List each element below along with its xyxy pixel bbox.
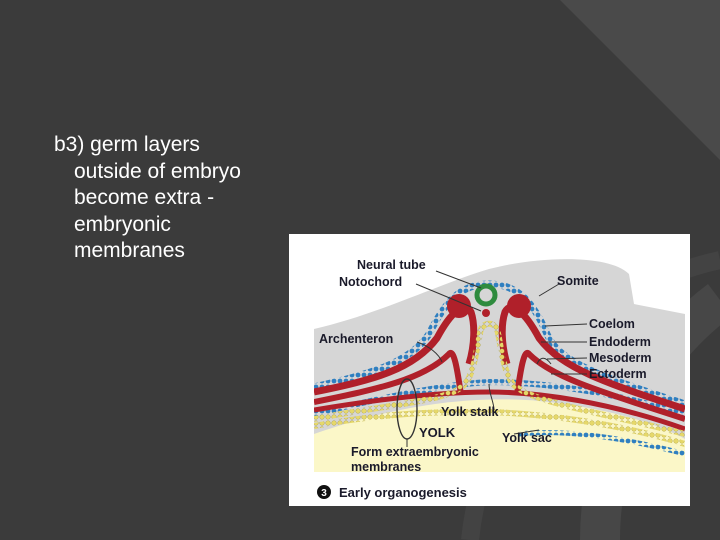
- mesoderm-layer: [314, 303, 478, 396]
- embryo-diagram: Neural tube Notochord Somite Archenteron…: [314, 258, 685, 500]
- label-archenteron: Archenteron: [319, 332, 393, 346]
- bullet-line: b3) germ layers: [54, 133, 200, 156]
- bullet-line: outside of embryo: [74, 159, 241, 183]
- bullet-line: membranes: [74, 239, 185, 262]
- label-endoderm: Endoderm: [589, 335, 651, 349]
- label-somite: Somite: [557, 274, 599, 288]
- label-coelom: Coelom: [589, 317, 635, 331]
- notochord: [482, 309, 490, 317]
- bullet-text: b3) germ layers outside of embryo become…: [54, 132, 294, 265]
- label-form-extraembryonic: Form extraembryonic: [351, 445, 479, 459]
- label-yolk-sac: Yolk sac: [502, 431, 552, 445]
- label-mesoderm: Mesoderm: [589, 351, 652, 365]
- caption-number: 3: [321, 488, 327, 499]
- label-membranes: membranes: [351, 460, 421, 474]
- bullet-line: become extra -: [74, 186, 215, 209]
- label-neural-tube: Neural tube: [357, 258, 426, 272]
- label-yolk-stalk: Yolk stalk: [441, 405, 498, 419]
- endoderm-layer: [314, 320, 685, 437]
- label-yolk: YOLK: [419, 425, 456, 440]
- label-notochord: Notochord: [339, 275, 402, 289]
- organogenesis-figure: Neural tube Notochord Somite Archenteron…: [289, 234, 690, 506]
- label-ectoderm: Ectoderm: [589, 367, 647, 381]
- yolk-region: [314, 399, 685, 472]
- neural-tube: [474, 283, 498, 307]
- caption-text: Early organogenesis: [339, 485, 467, 500]
- bullet-line: embryonic: [74, 212, 171, 236]
- figure-caption: 3 Early organogenesis: [317, 485, 467, 500]
- caption-number-badge: [317, 485, 331, 499]
